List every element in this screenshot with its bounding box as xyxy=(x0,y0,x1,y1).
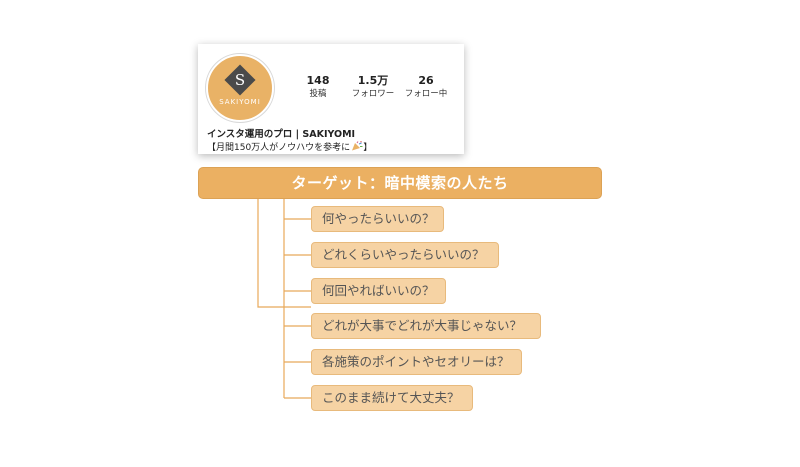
main-branch-line xyxy=(257,199,311,308)
profile-bio: 【月間150万人がノウハウを参考に 】 xyxy=(207,140,372,153)
stat-followers-label: フォロワー xyxy=(351,89,395,99)
avatar: S SAKIYOMI xyxy=(206,54,274,122)
stat-following: 26 フォロー中 xyxy=(396,74,456,100)
stat-followers: 1.5万 フォロワー xyxy=(343,74,403,100)
logo-brand-text: SAKIYOMI xyxy=(219,98,261,106)
profile-card: S SAKIYOMI 148 投稿 1.5万 フォロワー 26 フォロー中 イン… xyxy=(198,44,464,154)
target-header: ターゲット：暗中模索の人たち xyxy=(198,167,602,199)
stat-posts-label: 投稿 xyxy=(309,89,327,99)
profile-bio-text: 【月間150万人がノウハウを参考に xyxy=(207,143,351,153)
question-box: 各施策のポイントやセオリーは？ xyxy=(311,349,522,375)
question-box: どれが大事でどれが大事じゃない？ xyxy=(311,313,541,339)
question-box: 何回やればいいの？ xyxy=(311,278,446,304)
stat-posts: 148 投稿 xyxy=(288,74,348,100)
profile-bio-end: 】 xyxy=(363,143,373,153)
stat-posts-value: 148 xyxy=(306,74,330,87)
party-popper-icon xyxy=(352,141,363,151)
question-box: どれくらいやったらいいの？ xyxy=(311,242,499,268)
logo-letter: S xyxy=(234,71,246,89)
question-box: このまま続けて大丈夫？ xyxy=(311,385,473,411)
stat-followers-value: 1.5万 xyxy=(357,74,389,87)
question-box: 何やったらいいの？ xyxy=(311,206,444,232)
stat-following-label: フォロー中 xyxy=(404,89,448,99)
stat-following-value: 26 xyxy=(418,74,434,87)
profile-name: インスタ運用のプロ | SAKIYOMI xyxy=(207,129,356,140)
